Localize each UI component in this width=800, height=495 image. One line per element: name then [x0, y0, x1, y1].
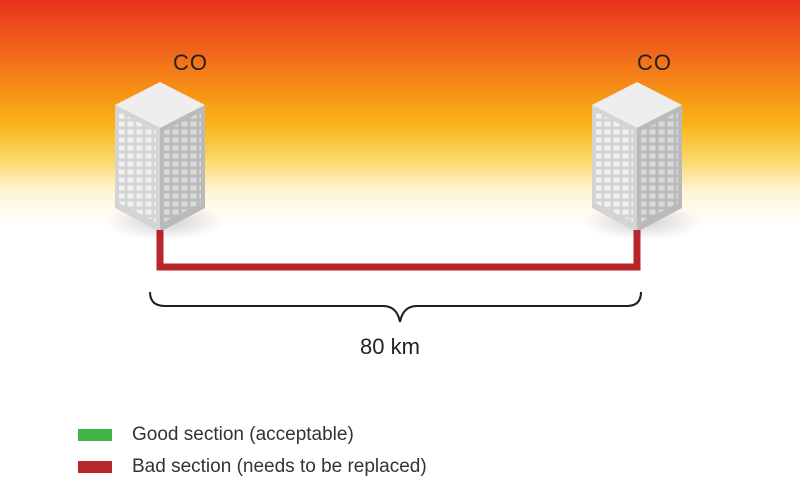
legend-swatch-good — [78, 429, 112, 441]
fiber-cable-bad-section — [156, 230, 641, 271]
distance-label: 80 km — [360, 334, 420, 359]
site-label-left: CO — [173, 50, 208, 75]
central-office-building-right — [582, 82, 702, 240]
legend-item-bad: Bad section (needs to be replaced) — [78, 456, 427, 478]
legend-label-bad: Bad section (needs to be replaced) — [132, 456, 427, 477]
site-label-right: CO — [637, 50, 672, 75]
legend-label-good: Good section (acceptable) — [132, 424, 354, 445]
legend-swatch-bad — [78, 461, 112, 473]
central-office-building-left — [105, 82, 225, 240]
distance-brace — [149, 291, 642, 323]
legend-item-good: Good section (acceptable) — [78, 424, 354, 446]
